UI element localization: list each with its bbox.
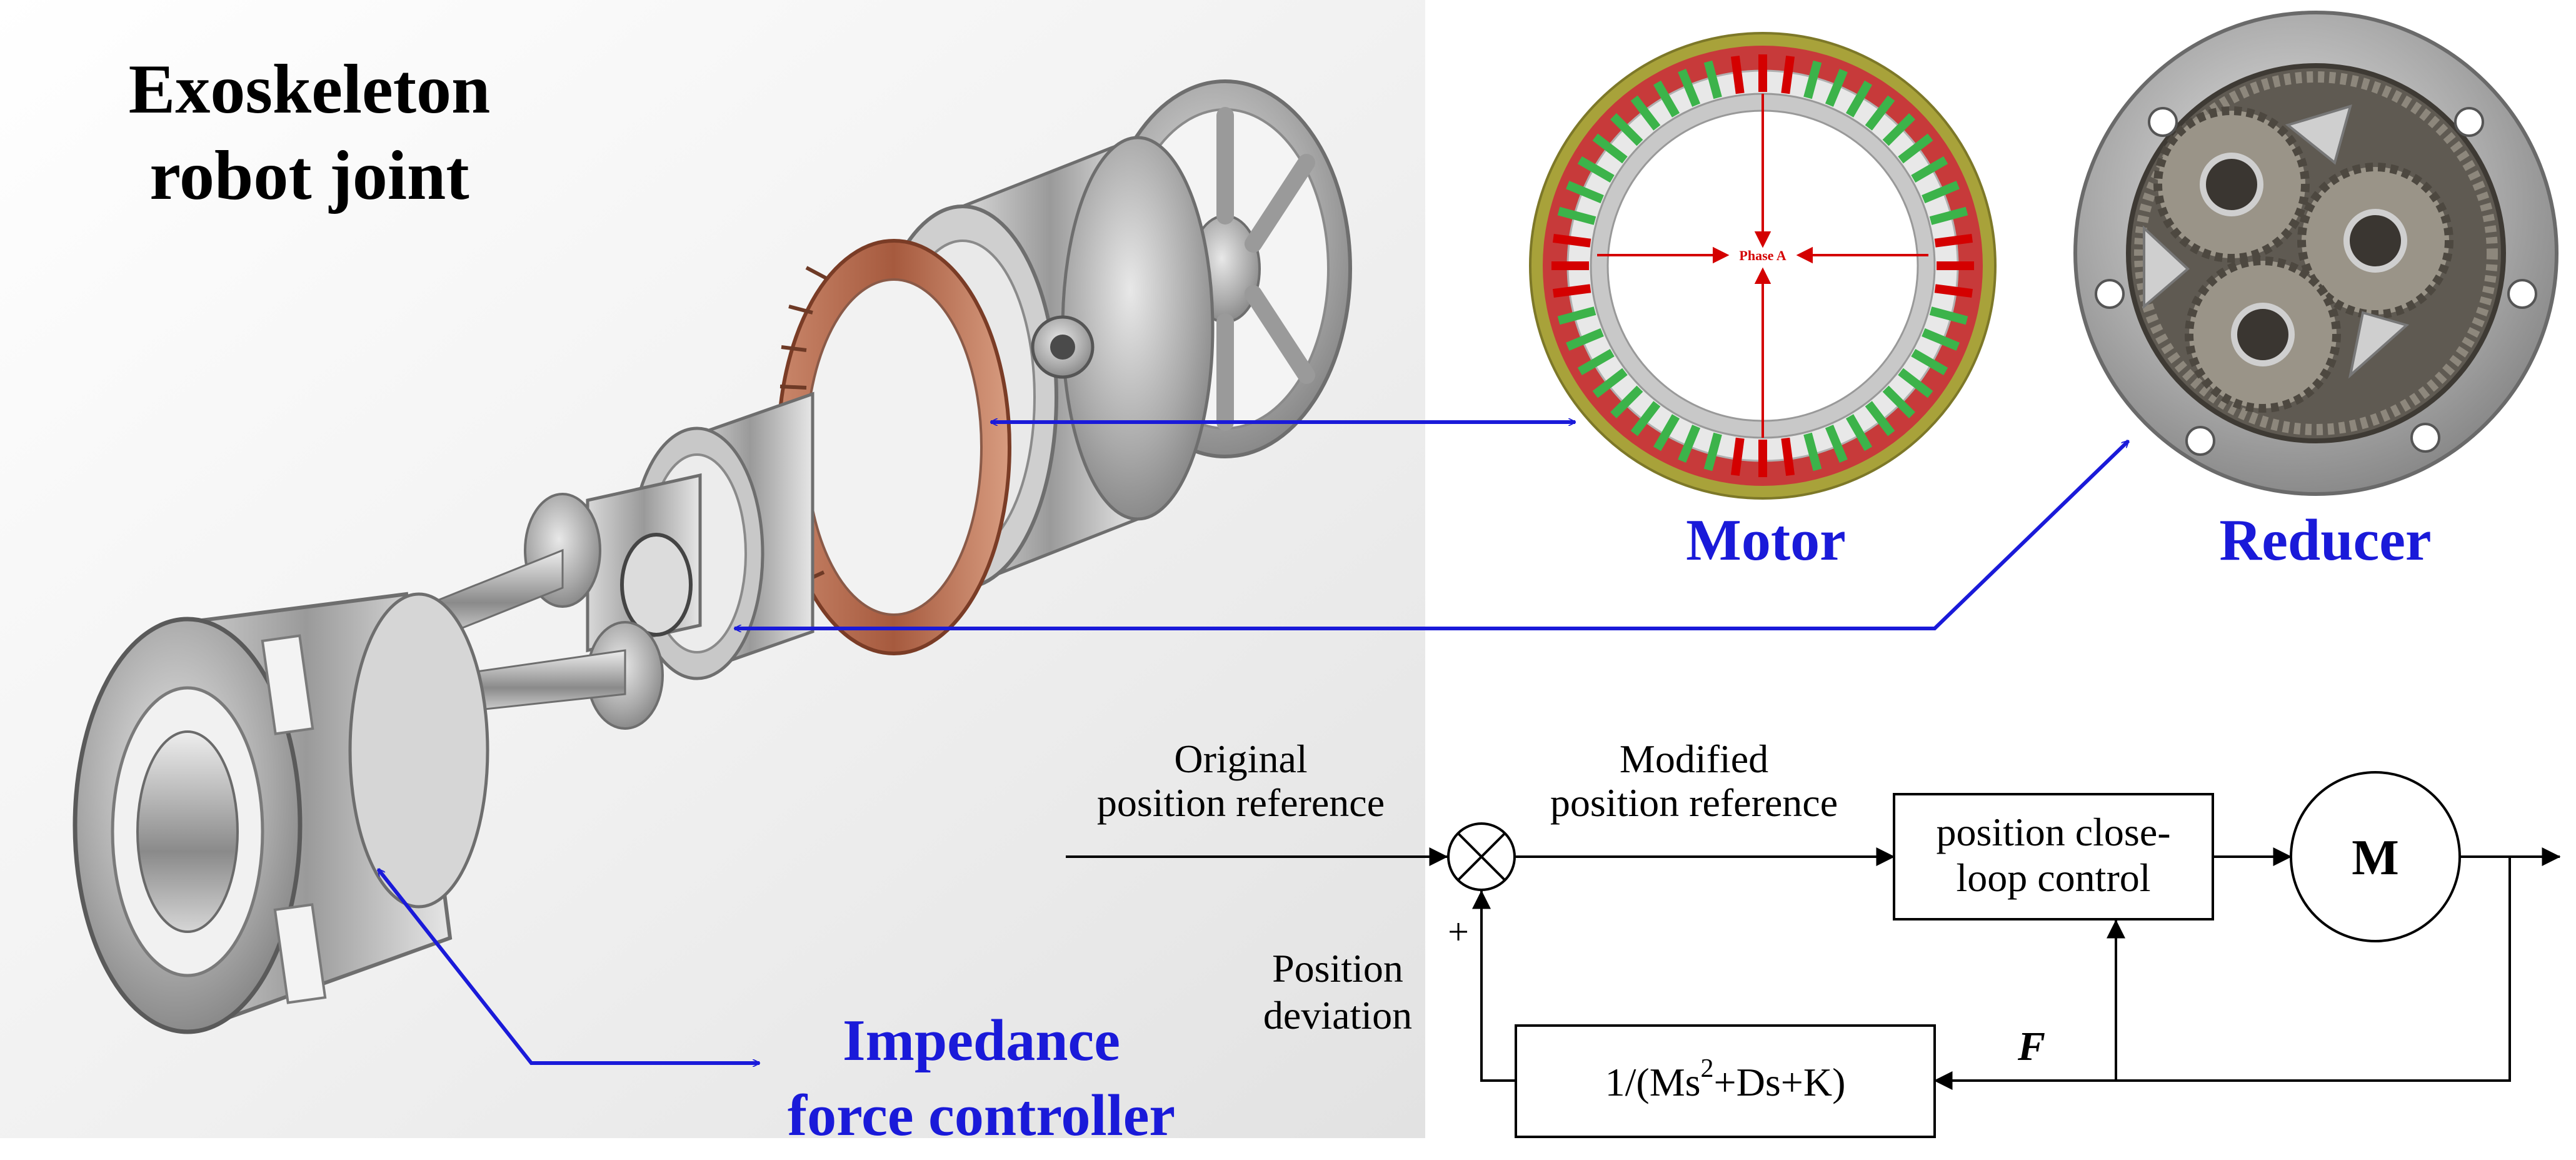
impedance-transfer-block	[1515, 1024, 1936, 1138]
stator-winding	[1557, 306, 1596, 325]
control-block-line-1: position close-	[1936, 810, 2170, 854]
stator-winding	[1592, 368, 1628, 398]
stator-winding	[1882, 113, 1915, 146]
stator-winding	[1678, 69, 1701, 107]
stator-winding	[1865, 401, 1895, 436]
phase-a-arrows	[1597, 94, 1928, 438]
stator-winding	[1781, 55, 1795, 94]
stator-winding	[1898, 133, 1933, 164]
stator-winding	[1922, 328, 1960, 351]
stator-winding	[1882, 385, 1915, 418]
summing-junction	[1447, 822, 1516, 891]
stator-winding	[1703, 60, 1722, 99]
figure-title: Exoskeleton robot joint	[129, 51, 491, 214]
stator-winding	[1911, 156, 1948, 183]
position-control-block	[1893, 793, 2214, 920]
control-block-line-2: loop control	[1956, 855, 2150, 900]
stator-winding	[1865, 95, 1895, 131]
stator-winding	[1730, 437, 1745, 477]
stator-winding	[1577, 348, 1615, 376]
stator-winding	[1845, 80, 1873, 118]
stator-winding	[1929, 306, 1968, 325]
planet-gears	[2143, 104, 2453, 413]
phase-a-label: Phase A	[1739, 248, 1786, 263]
deviation-label-line-2: deviation	[1263, 993, 1412, 1037]
impedance-pointer-arrow	[376, 869, 759, 1063]
pointer-arrows	[376, 422, 2128, 1063]
stator-winding	[1922, 181, 1960, 204]
stator-winding	[1630, 401, 1661, 436]
reducer-pointer-arrow	[734, 441, 2128, 628]
motor-symbol-circle	[2290, 771, 2461, 942]
stator-winding	[1610, 113, 1643, 146]
stator-winding	[1803, 60, 1822, 99]
stator-winding	[1610, 385, 1643, 418]
title-line-1: Exoskeleton	[129, 51, 491, 128]
stator-winding	[1630, 95, 1661, 131]
stator-winding	[1592, 133, 1628, 164]
modified-label-line-1: Modified	[1620, 737, 1768, 781]
stator-winding	[1552, 233, 1591, 248]
motor-symbol-label: M	[2352, 830, 2399, 885]
impedance-transfer-function: 1/(Ms2+Ds+K)	[1605, 1054, 1846, 1104]
stator-winding	[1730, 55, 1745, 94]
input-label-line-2: position reference	[1097, 780, 1385, 825]
stator-winding	[1653, 80, 1680, 118]
reducer-planetary-gearbox	[2073, 11, 2558, 496]
stator-winding	[1566, 328, 1604, 351]
impedance-label-line-2: force controller	[788, 1083, 1175, 1148]
motor-label: Motor	[1686, 508, 1846, 573]
stator-winding	[1929, 206, 1968, 225]
planetary-gears	[436, 473, 702, 730]
feedback-force-line	[1933, 857, 2511, 1090]
impedance-label-line-1: Impedance	[843, 1008, 1120, 1073]
front-output-frame	[73, 592, 489, 1034]
stator-winding	[1577, 156, 1615, 183]
title-line-2: robot joint	[149, 137, 469, 214]
stator-winding	[1557, 206, 1596, 225]
stator-winding	[1566, 181, 1604, 204]
stator-winding	[1934, 284, 1973, 298]
stator-winding	[1898, 368, 1933, 398]
stator-winding	[1781, 437, 1795, 477]
impedance-control-diagram: Original position reference Modified pos…	[1066, 737, 2561, 1138]
stator-winding	[1911, 348, 1948, 376]
input-label-line-1: Original	[1174, 737, 1307, 781]
plus-sign: +	[1448, 911, 1469, 952]
deviation-feedback-line	[1472, 890, 1516, 1082]
motor-cross-section: Phase A	[1529, 32, 1997, 500]
stator-winding	[1552, 284, 1591, 298]
reducer-bolt-holes	[2095, 107, 2537, 456]
force-label: F	[2017, 1024, 2045, 1069]
reducer-label: Reducer	[2219, 508, 2431, 573]
stator-winding	[1825, 69, 1848, 107]
stator-winding	[1934, 233, 1973, 248]
modified-label-line-2: position reference	[1550, 780, 1838, 825]
deviation-label-line-1: Position	[1272, 946, 1403, 991]
